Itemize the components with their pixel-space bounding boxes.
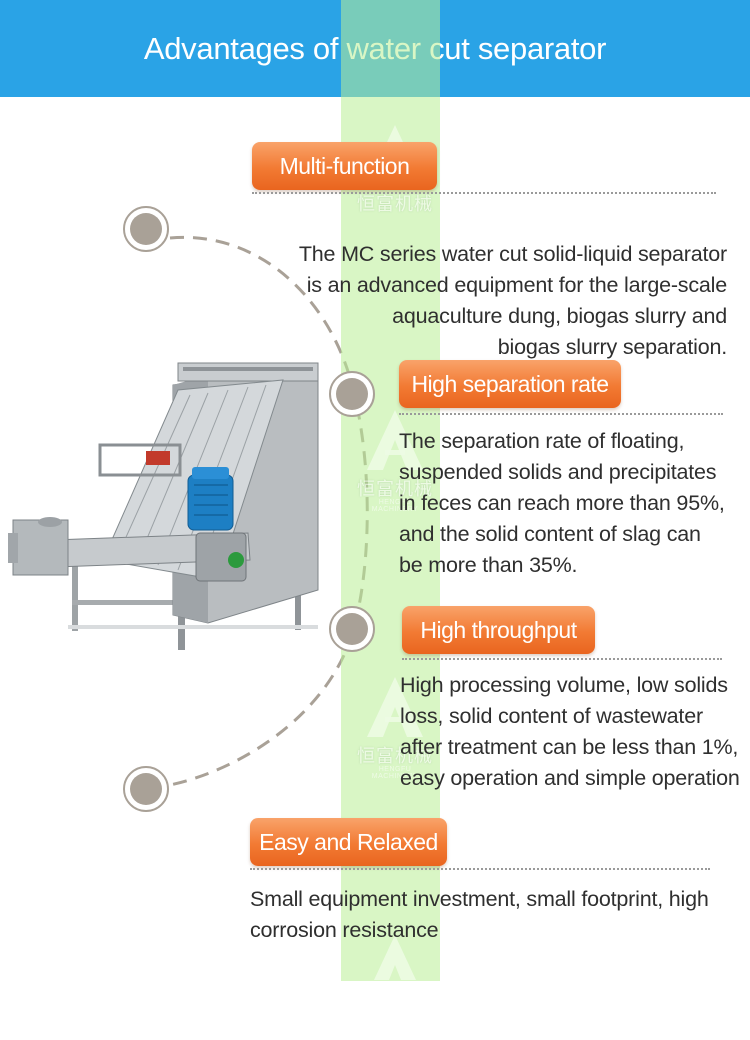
- feature-title-multi-function: Multi-function: [252, 142, 437, 190]
- circle-bullet-icon: [123, 206, 169, 252]
- feature-description-text: The MC series water cut solid-liquid sep…: [298, 242, 727, 359]
- feature-title-high-separation-rate: High separation rate: [399, 360, 621, 408]
- hengfu-logo-icon: [367, 410, 423, 470]
- watermark-subtext: HENGFU MACHINERY: [371, 499, 419, 513]
- feature-description-multi-function: The MC series water cut solid-liquid sep…: [240, 208, 727, 363]
- circle-bullet-icon: [329, 371, 375, 417]
- hengfu-logo-watermark: [355, 930, 435, 1040]
- watermark-subtext: HENGFU MACHINERY: [371, 766, 419, 780]
- feature-description-easy-and-relaxed: Small equipment investment, small footpr…: [250, 887, 709, 942]
- dotted-divider: [252, 192, 716, 194]
- separator-machine-image: [8, 362, 319, 650]
- feature-title-high-throughput: High throughput: [402, 606, 595, 654]
- feature-title-easy-and-relaxed: Easy and Relaxed: [250, 818, 447, 866]
- watermark-text: 恒富机械: [357, 194, 433, 215]
- hengfu-logo-watermark: 恒富机械 HENGFU MACHINERY: [355, 405, 435, 515]
- watermark-text: 恒富机械: [357, 479, 433, 500]
- feature-description-high-throughput: High processing volume, low solids loss,…: [400, 673, 740, 790]
- dotted-divider: [399, 413, 723, 415]
- watermark-text: 恒富机械: [357, 746, 433, 767]
- hengfu-logo-icon: [367, 677, 423, 737]
- dotted-divider: [402, 658, 722, 660]
- circle-bullet-icon: [329, 606, 375, 652]
- dotted-divider: [250, 868, 710, 870]
- circle-bullet-icon: [123, 766, 169, 812]
- feature-description-high-separation-rate: The separation rate of floating, suspend…: [399, 429, 725, 577]
- hengfu-logo-watermark: 恒富机械 HENGFU MACHINERY: [355, 672, 435, 782]
